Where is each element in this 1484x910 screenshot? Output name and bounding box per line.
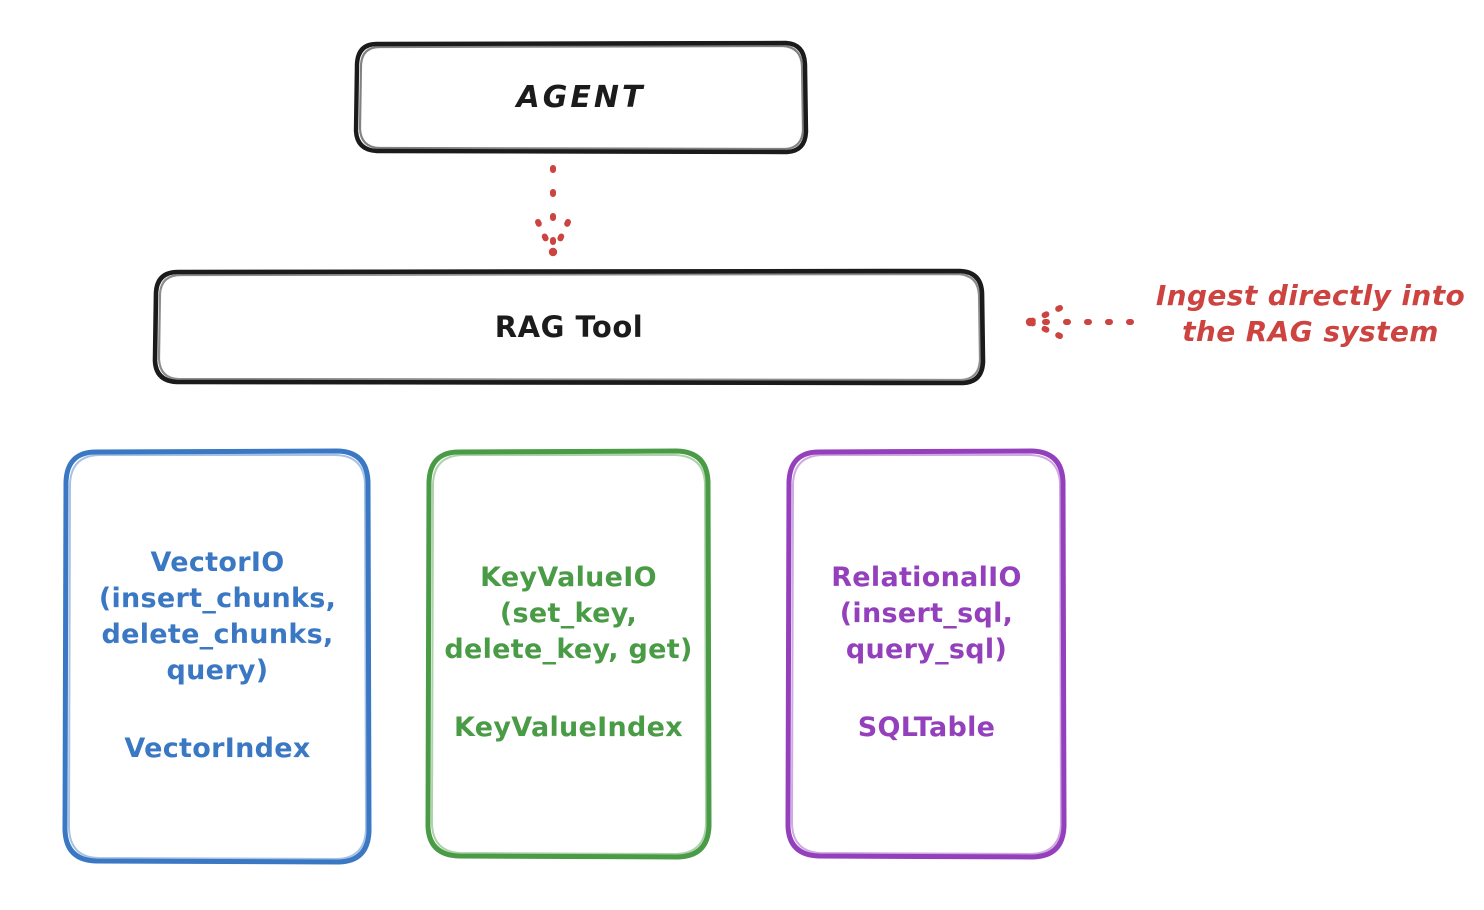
rag-tool-box-outline <box>152 268 986 386</box>
key-value-io-box-outline <box>425 448 712 860</box>
ingest-annotation-text: Ingest directly into the RAG system <box>1155 279 1466 349</box>
agent-label: AGENT <box>516 79 646 115</box>
agent-to-rag-tool-connector <box>535 165 571 257</box>
vector-io-text-block: VectorIO (insert_chunks, delete_chunks, … <box>89 545 346 767</box>
node-agent[interactable]: AGENT <box>356 42 806 152</box>
agent-box-outline <box>353 40 809 155</box>
vector-io-index-label: VectorIndex <box>124 732 311 764</box>
node-vector-io[interactable]: VectorIO (insert_chunks, delete_chunks, … <box>65 450 370 862</box>
vector-io-api-label: VectorIO (insert_chunks, delete_chunks, … <box>98 547 337 686</box>
relational-io-box-outline <box>785 448 1067 860</box>
key-value-io-index-label: KeyValueIndex <box>453 711 683 743</box>
relational-io-api-label: RelationalIO (insert_sql, query_sql) <box>831 562 1022 665</box>
vector-io-box-outline <box>62 448 372 865</box>
node-rag-tool[interactable]: RAG Tool <box>155 270 983 383</box>
rag-tool-label: RAG Tool <box>494 309 644 344</box>
node-relational-io[interactable]: RelationalIO (insert_sql, query_sql) SQL… <box>789 450 1064 856</box>
ingest-annotation-arrow <box>1025 305 1134 339</box>
relational-io-index-label: SQLTable <box>857 711 996 743</box>
node-key-value-io[interactable]: KeyValueIO (set_key, delete_key, get) Ke… <box>428 450 709 856</box>
relational-io-text-block: RelationalIO (insert_sql, query_sql) SQL… <box>821 560 1032 746</box>
key-value-io-text-block: KeyValueIO (set_key, delete_key, get) Ke… <box>434 560 702 746</box>
key-value-io-api-label: KeyValueIO (set_key, delete_key, get) <box>444 562 693 665</box>
